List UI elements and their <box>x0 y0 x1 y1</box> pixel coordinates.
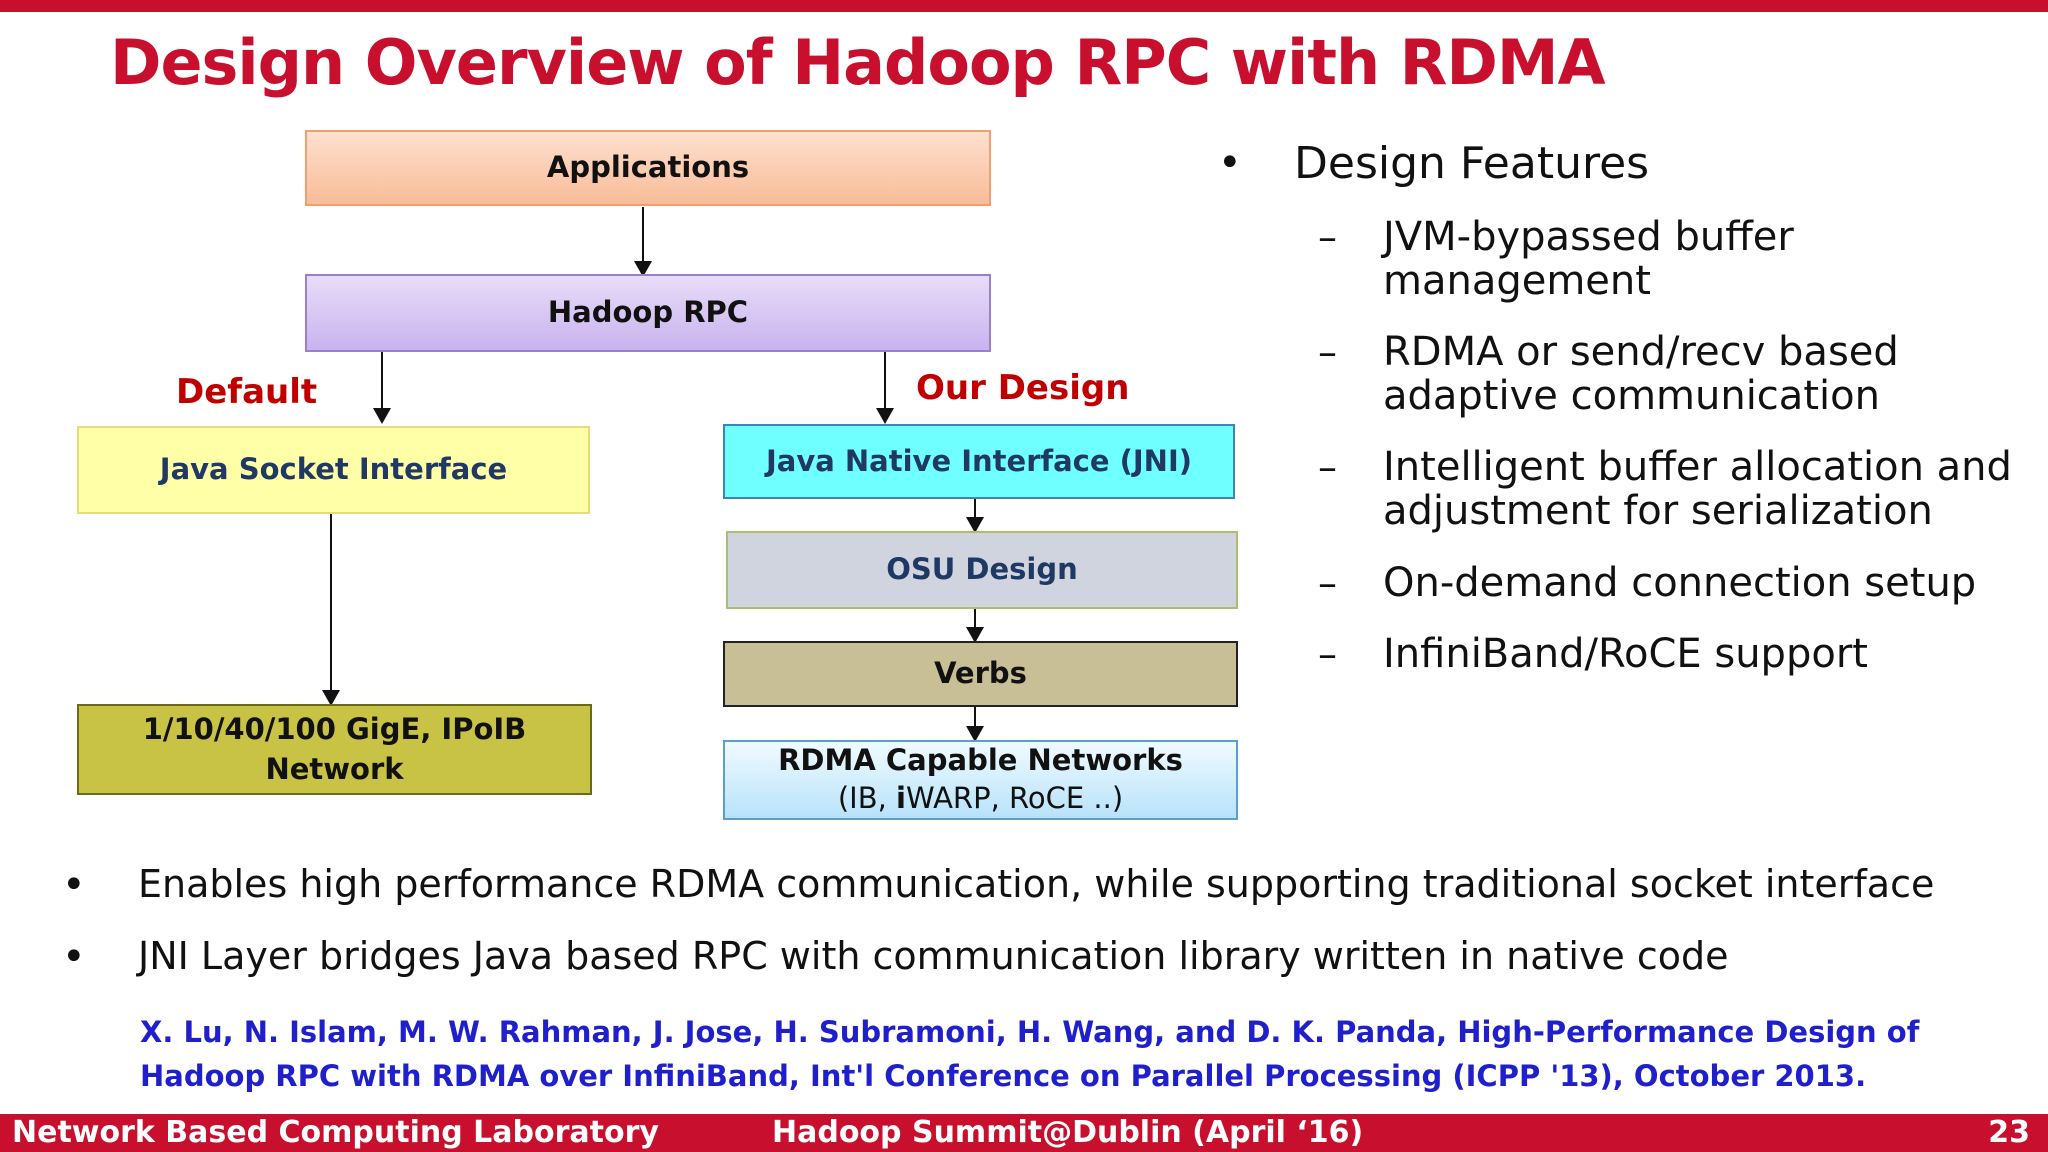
feature-3-line2: adjustment for serialization <box>1383 488 1933 534</box>
arrow-apps-to-rpc <box>634 207 652 277</box>
arrow-osu-to-verbs <box>966 609 984 643</box>
top-accent-bar <box>0 0 2048 12</box>
rdma-line2-iwarp-i: i <box>896 781 906 815</box>
hadoop-rpc-box: Hadoop RPC <box>305 274 991 352</box>
feature-item-4: On-demand connection setup <box>1383 561 1976 605</box>
feature-5-line1: InfiniBand/RoCE support <box>1383 631 1868 677</box>
feature-3-line1: Intelligent buffer allocation and <box>1383 444 2012 490</box>
slide-title: Design Overview of Hadoop RPC with RDMA <box>110 26 1606 99</box>
feature-item-3: Intelligent buffer allocation and adjust… <box>1383 445 2012 533</box>
default-label: Default <box>176 372 318 412</box>
reference-citation: X. Lu, N. Islam, M. W. Rahman, J. Jose, … <box>140 1015 1920 1093</box>
socket-network-line2: Network <box>265 751 404 786</box>
arrow-socket-to-network <box>322 514 340 706</box>
feature-1-line1: JVM-bypassed buffer <box>1383 214 1794 260</box>
feature-dash-1: – <box>1318 215 1337 259</box>
feature-4-line1: On-demand connection setup <box>1383 560 1977 606</box>
jni-box: Java Native Interface (JNI) <box>723 424 1235 499</box>
rdma-line2-part1: (IB, <box>837 781 897 815</box>
java-socket-interface-box: Java Socket Interface <box>77 426 590 514</box>
our-design-label: Our Design <box>916 368 1130 408</box>
features-bullet: • <box>1218 140 1242 186</box>
features-heading: Design Features <box>1294 138 1650 189</box>
bottom-bullet-1-marker: • <box>62 862 86 908</box>
feature-item-2: RDMA or send/recv based adaptive communi… <box>1383 330 1899 418</box>
feature-dash-2: – <box>1318 330 1337 374</box>
feature-2-line2: adaptive communication <box>1383 373 1880 419</box>
arrow-jni-to-osu <box>966 499 984 533</box>
bottom-bullet-1: Enables high performance RDMA communicat… <box>138 862 1935 906</box>
arrow-rpc-to-socket <box>373 352 391 424</box>
footer-event: Hadoop Summit@Dublin (April ‘16) <box>772 1115 1364 1150</box>
feature-dash-5: – <box>1318 632 1337 676</box>
socket-network-line1: 1/10/40/100 GigE, IPoIB <box>142 712 527 747</box>
verbs-box: Verbs <box>723 641 1238 707</box>
feature-dash-4: – <box>1318 561 1337 605</box>
footer-page-number: 23 <box>1988 1115 2030 1150</box>
rdma-networks-box: RDMA Capable Networks (IB, iWARP, RoCE .… <box>723 740 1238 820</box>
arrow-verbs-to-rdma <box>966 707 984 742</box>
applications-box: Applications <box>305 130 991 206</box>
footer-bar: Network Based Computing Laboratory Hadoo… <box>0 1114 2048 1152</box>
footer-lab-name: Network Based Computing Laboratory <box>12 1115 659 1150</box>
osu-design-box: OSU Design <box>726 531 1238 609</box>
bottom-bullet-2: JNI Layer bridges Java based RPC with co… <box>138 934 1729 978</box>
feature-item-1: JVM-bypassed buffer management <box>1383 215 1794 303</box>
feature-item-5: InfiniBand/RoCE support <box>1383 632 1868 676</box>
rdma-networks-line2: (IB, iWARP, RoCE ..) <box>838 780 1123 818</box>
bottom-bullet-2-marker: • <box>62 934 86 980</box>
feature-2-line1: RDMA or send/recv based <box>1383 329 1899 375</box>
feature-dash-3: – <box>1318 445 1337 489</box>
feature-1-line2: management <box>1383 258 1651 304</box>
socket-network-box: 1/10/40/100 GigE, IPoIB Network <box>77 704 592 795</box>
arrow-rpc-to-jni <box>876 352 894 424</box>
rdma-networks-line1: RDMA Capable Networks <box>778 743 1183 778</box>
rdma-line2-part2: WARP, RoCE ..) <box>906 781 1124 815</box>
